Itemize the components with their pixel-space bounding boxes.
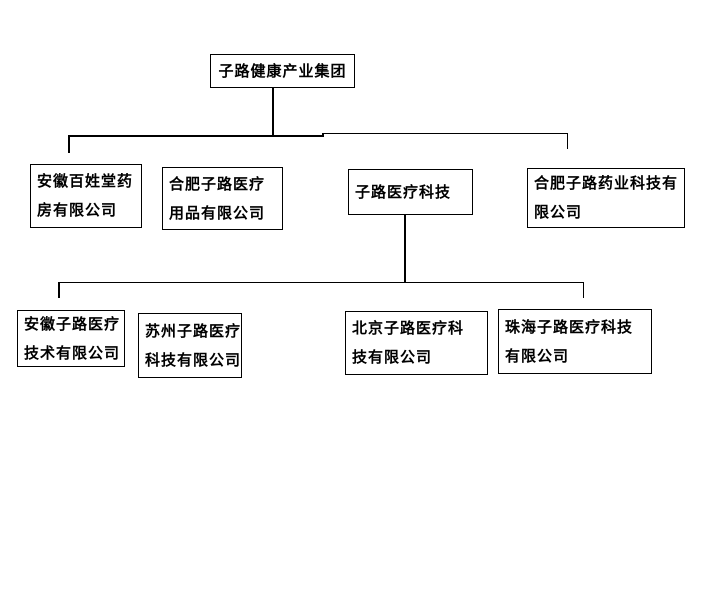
connector-level2-drop-left xyxy=(68,135,70,153)
org-node-label-line: 房有限公司 xyxy=(37,201,118,219)
connector-level3-drop-left xyxy=(58,281,60,298)
org-node-anhui-zilu-medical-technology: 安徽子路医疗 技术有限公司 xyxy=(17,310,125,367)
org-node-hefei-zilu-pharma-technology: 合肥子路药业科技有 限公司 xyxy=(527,168,685,228)
org-node-label-line: 北京子路医疗科 xyxy=(352,319,465,337)
org-node-label-line: 技有限公司 xyxy=(352,348,433,366)
org-node-suzhou-zilu-medical-technology: 苏州子路医疗 科技有限公司 xyxy=(138,313,242,378)
org-node-zilu-health-group: 子路健康产业集团 xyxy=(210,54,355,88)
connector-level2-horizontal-left xyxy=(68,135,324,137)
org-node-zilu-medical-technology: 子路医疗科技 xyxy=(348,169,473,215)
org-node-anhui-baixingtang-pharmacy: 安徽百姓堂药 房有限公司 xyxy=(30,164,142,228)
org-node-label-line: 安徽子路医疗 xyxy=(24,314,121,333)
org-node-label-line: 珠海子路医疗科技 xyxy=(505,317,634,336)
connector-level2-drop-right xyxy=(566,132,568,149)
org-node-label-line: 合肥子路药业科技有 xyxy=(534,174,679,192)
connector-level3-horizontal xyxy=(58,281,584,283)
org-node-zhuhai-zilu-medical-technology: 珠海子路医疗科技 有限公司 xyxy=(498,309,652,374)
org-node-label: 子路健康产业集团 xyxy=(218,61,347,80)
connector-level3-vertical xyxy=(404,215,406,283)
connector-level2-horizontal-right xyxy=(322,132,568,134)
org-node-label-line: 子路医疗科技 xyxy=(355,182,452,201)
connector-level3-drop-right xyxy=(582,281,584,298)
org-node-beijing-zilu-medical-technology: 北京子路医疗科 技有限公司 xyxy=(345,311,488,375)
org-node-label-line: 技术有限公司 xyxy=(24,343,121,362)
org-node-label-line: 苏州子路医疗 xyxy=(145,321,242,340)
org-node-label-line: 限公司 xyxy=(534,203,583,221)
org-node-label-line: 有限公司 xyxy=(505,346,570,365)
org-node-label-line: 科技有限公司 xyxy=(145,350,242,369)
connector-root-vertical xyxy=(272,88,274,136)
org-node-label-line: 合肥子路医疗 xyxy=(169,174,266,193)
org-node-label-line: 安徽百姓堂药 xyxy=(37,172,134,190)
connector-level2-step xyxy=(322,132,324,137)
org-node-hefei-zilu-medical-supplies: 合肥子路医疗 用品有限公司 xyxy=(162,167,283,230)
org-node-label-line: 用品有限公司 xyxy=(169,203,266,222)
